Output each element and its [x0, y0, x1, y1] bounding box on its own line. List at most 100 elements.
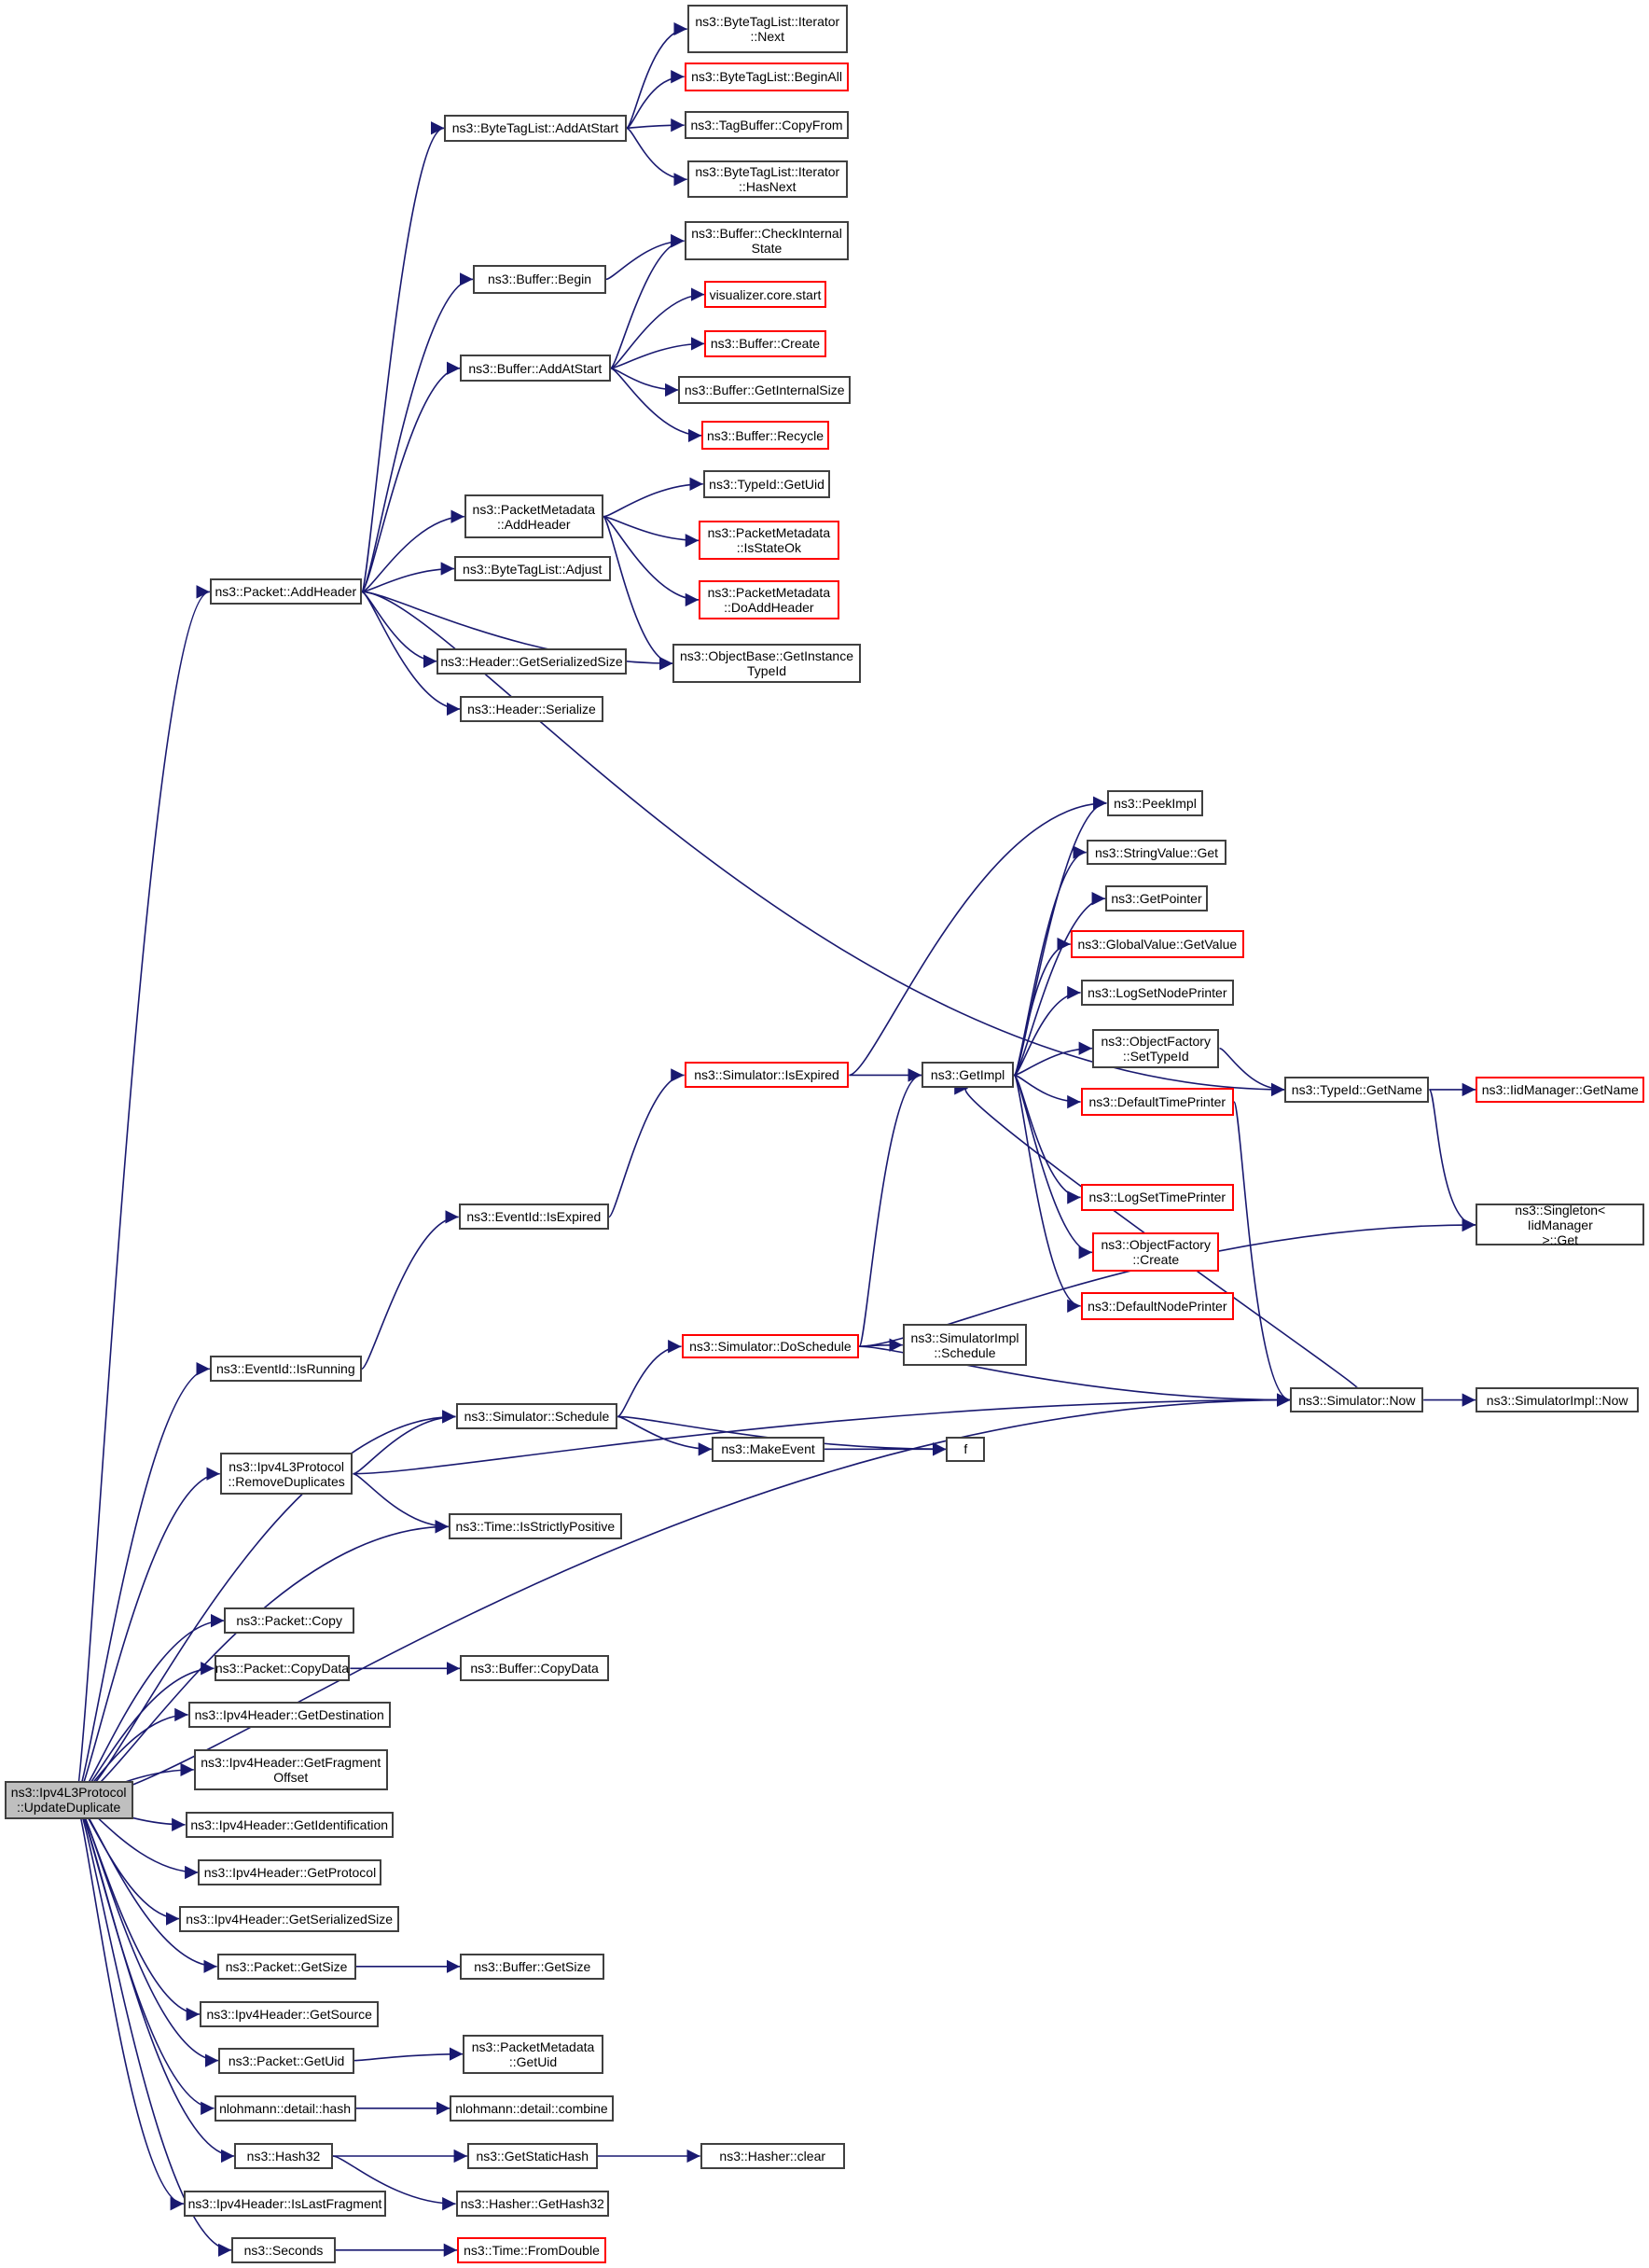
- node-defaultnodeprinter[interactable]: ns3::DefaultNodePrinter: [1080, 1292, 1234, 1320]
- edge-getimpl-to-defaultnodeprinter: [1013, 1074, 1081, 1313]
- node-header-serialize[interactable]: ns3::Header::Serialize: [460, 696, 603, 722]
- node-typeid-getuid[interactable]: ns3::TypeId::GetUid: [702, 470, 831, 498]
- edge-root-to-eventid-isrunning: [74, 1362, 210, 1802]
- edge-getimpl-to-getpointer: [1013, 892, 1105, 1077]
- node-peekimpl[interactable]: ns3::PeekImpl: [1106, 789, 1204, 816]
- node-ipv4-getidentification[interactable]: ns3::Ipv4Header::GetIdentification: [185, 1811, 394, 1838]
- edge-eventid-isrunning-to-eventid-isexpired: [360, 1210, 459, 1371]
- node-packet-getsize[interactable]: ns3::Packet::GetSize: [216, 1953, 356, 1980]
- edge-root-to-ipv4-islastfragment: [74, 1799, 185, 2211]
- node-buffer-recycle[interactable]: ns3::Buffer::Recycle: [701, 421, 829, 451]
- edge-buffer-addatstart-to-buffer-create: [610, 337, 705, 369]
- node-buffer-addatstart[interactable]: ns3::Buffer::AddAtStart: [460, 354, 611, 383]
- edge-getimpl-to-globalvalue-getvalue: [1013, 937, 1071, 1077]
- edge-buffer-addatstart-to-buffer-checkinternal: [609, 234, 685, 369]
- node-btl-iter-next[interactable]: ns3::ByteTagList::Iterator ::Next: [686, 4, 848, 54]
- edge-simulator-schedule-to-simulator-doschedule: [617, 1340, 682, 1418]
- node-objfactory-settypeid[interactable]: ns3::ObjectFactory ::SetTypeId: [1092, 1028, 1220, 1068]
- node-buffer-copydata[interactable]: ns3::Buffer::CopyData: [460, 1655, 609, 1682]
- node-simulator-schedule[interactable]: ns3::Simulator::Schedule: [455, 1403, 618, 1430]
- node-packet-copy[interactable]: ns3::Packet::Copy: [224, 1607, 354, 1635]
- node-getstatichash[interactable]: ns3::GetStaticHash: [466, 2143, 598, 2169]
- node-objectbase-getinstancetypeid[interactable]: ns3::ObjectBase::GetInstance TypeId: [672, 644, 861, 684]
- node-ipv4-getdestination[interactable]: ns3::Ipv4Header::GetDestination: [187, 1701, 391, 1728]
- edge-buffer-addatstart-to-buffer-recycle: [610, 367, 702, 443]
- node-simimpl-schedule[interactable]: ns3::SimulatorImpl ::Schedule: [902, 1324, 1028, 1367]
- edge-typeid-getname-to-singleton-get: [1428, 1089, 1476, 1232]
- edge-objfactory-settypeid-to-typeid-getname: [1219, 1047, 1285, 1097]
- node-ipv4-getprotocol[interactable]: ns3::Ipv4Header::GetProtocol: [198, 1859, 382, 1885]
- edge-packet-addheader-to-header-serialize: [361, 591, 461, 717]
- node-buffer-getinternalsize[interactable]: ns3::Buffer::GetInternalSize: [678, 376, 851, 404]
- node-pm-addheader[interactable]: ns3::PacketMetadata ::AddHeader: [464, 494, 603, 538]
- node-btl-beginall[interactable]: ns3::ByteTagList::BeginAll: [684, 62, 850, 91]
- edge-simulator-schedule-to-makeevent: [617, 1415, 713, 1456]
- node-simulator-doschedule[interactable]: ns3::Simulator::DoSchedule: [681, 1334, 860, 1359]
- node-time-isstrictlypositive[interactable]: ns3::Time::IsStrictlyPositive: [448, 1513, 622, 1540]
- node-btl-adjust[interactable]: ns3::ByteTagList::Adjust: [454, 555, 611, 582]
- node-eventid-isexpired[interactable]: ns3::EventId::IsExpired: [458, 1204, 609, 1231]
- node-singleton-get[interactable]: ns3::Singleton< IidManager >::Get: [1476, 1203, 1645, 1247]
- node-time-fromdouble[interactable]: ns3::Time::FromDouble: [457, 2236, 606, 2263]
- edge-packet-addheader-to-btl-adjust: [361, 562, 455, 593]
- node-makeevent[interactable]: ns3::MakeEvent: [712, 1437, 825, 1462]
- node-defaulttimeprinter[interactable]: ns3::DefaultTimePrinter: [1080, 1088, 1234, 1116]
- node-removeduplicates[interactable]: ns3::Ipv4L3Protocol ::RemoveDuplicates: [219, 1453, 353, 1496]
- node-ipv4-getserializedsize[interactable]: ns3::Ipv4Header::GetSerializedSize: [179, 1905, 400, 1932]
- node-hasher-gethash32[interactable]: ns3::Hasher::GetHash32: [455, 2191, 609, 2218]
- node-hash32[interactable]: ns3::Hash32: [234, 2143, 333, 2169]
- node-typeid-getname[interactable]: ns3::TypeId::GetName: [1284, 1076, 1430, 1103]
- node-nlohmann-hash[interactable]: nlohmann::detail::hash: [214, 2094, 356, 2122]
- node-pm-isstateok[interactable]: ns3::PacketMetadata ::IsStateOk: [699, 521, 839, 561]
- node-buffer-checkinternal[interactable]: ns3::Buffer::CheckInternal State: [684, 221, 850, 261]
- node-buffer-begin[interactable]: ns3::Buffer::Begin: [473, 264, 606, 294]
- node-simimpl-now[interactable]: ns3::SimulatorImpl::Now: [1476, 1387, 1640, 1412]
- node-packet-getuid[interactable]: ns3::Packet::GetUid: [218, 2047, 354, 2074]
- node-ipv4-islastfragment[interactable]: ns3::Ipv4Header::IsLastFragment: [183, 2191, 387, 2218]
- edge-defaulttimeprinter-to-simulator-now: [1233, 1101, 1291, 1407]
- node-eventid-isrunning[interactable]: ns3::EventId::IsRunning: [209, 1356, 362, 1383]
- edge-btl-addatstart-to-btl-iter-next: [625, 21, 687, 130]
- node-buffer-getsize[interactable]: ns3::Buffer::GetSize: [460, 1953, 605, 1980]
- node-pm-getuid[interactable]: ns3::PacketMetadata ::GetUid: [463, 2034, 603, 2074]
- node-simulator-isexpired[interactable]: ns3::Simulator::IsExpired: [684, 1062, 850, 1089]
- edge-pm-addheader-to-pm-doaddheader: [603, 515, 700, 607]
- node-buffer-create[interactable]: ns3::Buffer::Create: [704, 329, 826, 358]
- node-btl-addatstart[interactable]: ns3::ByteTagList::AddAtStart: [444, 114, 627, 142]
- node-tagbuffer-copyfrom[interactable]: ns3::TagBuffer::CopyFrom: [684, 111, 850, 139]
- node-simulator-now[interactable]: ns3::Simulator::Now: [1290, 1387, 1424, 1412]
- node-pm-doaddheader[interactable]: ns3::PacketMetadata ::DoAddHeader: [699, 579, 839, 619]
- node-packet-addheader[interactable]: ns3::Packet::AddHeader: [209, 578, 362, 605]
- edge-simulator-schedule-to-f: [617, 1415, 947, 1456]
- edge-pm-addheader-to-objectbase-getinstancetypeid: [602, 515, 673, 671]
- edge-packet-getuid-to-pm-getuid: [353, 2047, 464, 2062]
- edge-buffer-addatstart-to-buffer-getinternalsize: [610, 367, 679, 397]
- node-stringvalue-get[interactable]: ns3::StringValue::Get: [1086, 839, 1227, 866]
- node-logsettimeprinter[interactable]: ns3::LogSetTimePrinter: [1080, 1183, 1234, 1212]
- edge-removeduplicates-to-simulator-now: [353, 1393, 1291, 1475]
- edge-getimpl-to-objfactory-create: [1013, 1074, 1093, 1259]
- node-seconds[interactable]: ns3::Seconds: [231, 2236, 336, 2263]
- node-ipv4-getfragmentoffset[interactable]: ns3::Ipv4Header::GetFragment Offset: [193, 1749, 388, 1790]
- node-getimpl[interactable]: ns3::GetImpl: [921, 1062, 1015, 1089]
- node-packet-copydata[interactable]: ns3::Packet::CopyData: [214, 1655, 351, 1682]
- node-objfactory-create[interactable]: ns3::ObjectFactory ::Create: [1092, 1232, 1220, 1273]
- edge-getimpl-to-objfactory-settypeid: [1014, 1041, 1093, 1077]
- edge-packet-addheader-to-btl-addatstart: [360, 121, 445, 593]
- edge-packet-addheader-to-typeid-getname: [361, 591, 1285, 1097]
- node-nlohmann-combine[interactable]: nlohmann::detail::combine: [450, 2094, 614, 2122]
- node-hasher-clear[interactable]: ns3::Hasher::clear: [700, 2143, 845, 2169]
- node-getpointer[interactable]: ns3::GetPointer: [1104, 885, 1209, 912]
- node-btl-iter-hasnext[interactable]: ns3::ByteTagList::Iterator ::HasNext: [686, 160, 848, 199]
- edge-pm-addheader-to-typeid-getuid: [603, 477, 703, 518]
- edge-simulator-doschedule-to-getimpl: [858, 1068, 922, 1348]
- edge-btl-addatstart-to-btl-iter-hasnext: [626, 127, 687, 187]
- node-ipv4-getsource[interactable]: ns3::Ipv4Header::GetSource: [200, 2001, 380, 2027]
- node-f[interactable]: f: [946, 1437, 986, 1462]
- edge-hash32-to-hasher-gethash32: [332, 2155, 456, 2211]
- node-header-getserializedsize[interactable]: ns3::Header::GetSerializedSize: [436, 647, 627, 675]
- node-globalvalue-getvalue[interactable]: ns3::GlobalValue::GetValue: [1070, 930, 1244, 958]
- node-iidmanager-getname[interactable]: ns3::IidManager::GetName: [1476, 1076, 1645, 1103]
- node-logsetnodeprinter[interactable]: ns3::LogSetNodePrinter: [1080, 980, 1234, 1006]
- node-visualizer-start[interactable]: visualizer.core.start: [704, 280, 826, 309]
